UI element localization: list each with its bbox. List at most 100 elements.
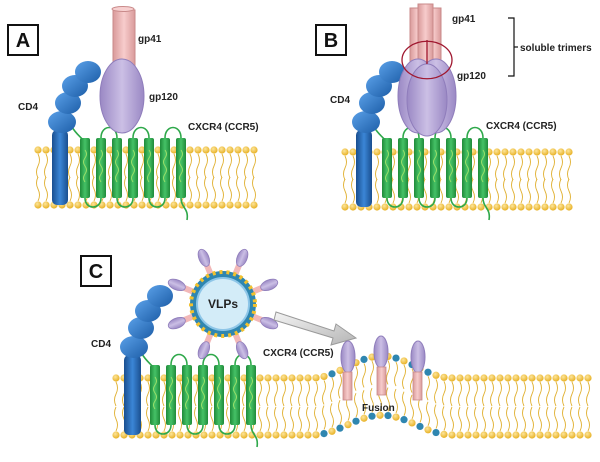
helix-loop: [218, 424, 236, 435]
lipid-head: [210, 201, 218, 209]
lipid-head: [328, 427, 336, 435]
lipid-head: [112, 374, 120, 382]
lipid-head: [384, 411, 392, 420]
lipid-head: [464, 431, 472, 439]
transmembrane-helix: [176, 138, 186, 198]
lipid-head: [272, 431, 280, 439]
lipid-head: [304, 374, 312, 382]
transmembrane-helix: [150, 365, 160, 425]
lipid-head: [373, 148, 381, 156]
lipid-head: [152, 431, 160, 439]
lipid-tail: [458, 381, 462, 407]
transmembrane-helix: [430, 138, 440, 198]
gp120: [260, 278, 279, 292]
helix-texture: [481, 149, 485, 183]
lipid-head: [520, 374, 528, 382]
cd4-stalk: [52, 130, 68, 205]
lipid-head: [66, 201, 74, 209]
lipid-head: [194, 201, 202, 209]
transmembrane-helix: [382, 138, 392, 198]
lipid-tail: [212, 176, 216, 202]
fusion-label: Fusion: [362, 403, 395, 414]
lipid-head: [541, 148, 549, 156]
gp120: [340, 340, 356, 374]
lipid-head: [184, 431, 192, 439]
helix-texture: [99, 149, 103, 183]
lipid-tail: [274, 406, 278, 432]
lipid-head: [336, 366, 344, 374]
transmembrane-helix: [246, 365, 256, 425]
lipid-tail: [546, 381, 550, 407]
cd4-domain: [128, 317, 154, 339]
gp41-top: [111, 6, 135, 12]
lipid-head: [536, 374, 544, 382]
lipid-tail: [146, 381, 150, 407]
lipid-tail: [36, 153, 40, 179]
lipid-tail: [450, 406, 454, 432]
helix-loop: [164, 126, 182, 139]
gp120: [99, 58, 145, 134]
lipid-head: [296, 431, 304, 439]
lipid-tail: [450, 381, 454, 407]
lipid-tail: [252, 176, 256, 202]
lipid-head: [320, 429, 328, 438]
lipid-head: [202, 146, 210, 154]
lipid-tail: [434, 379, 438, 404]
lipid-head: [445, 203, 453, 211]
lipid-tail: [543, 155, 547, 181]
gp120: [197, 248, 211, 267]
helix-texture: [201, 376, 205, 410]
lipid-tail: [535, 155, 539, 181]
transmembrane-helix: [230, 365, 240, 425]
lipid-head: [192, 374, 200, 382]
lipid-head: [264, 374, 272, 382]
lipid-tail: [570, 406, 574, 432]
lipid-tail: [519, 155, 523, 181]
lipid-head: [400, 416, 408, 424]
lipid-tail: [178, 381, 182, 407]
lipid-head: [525, 203, 533, 211]
lipid-head: [493, 148, 501, 156]
panel-a-letter-box: [7, 24, 39, 56]
lipid-tail: [124, 153, 128, 179]
lipid-tail: [236, 176, 240, 202]
coreceptor-a: [67, 109, 189, 221]
lipid-head: [256, 374, 264, 382]
lipid-tail: [226, 406, 230, 432]
lipid-head: [42, 146, 50, 154]
gp41: [376, 366, 387, 396]
lipid-tail: [212, 153, 216, 179]
lipid-tail: [242, 406, 246, 432]
lipid-head: [536, 431, 544, 439]
lipid-tail: [498, 406, 502, 432]
gp120-label: gp120: [149, 92, 178, 103]
lipid-head: [381, 203, 389, 211]
lipid-head: [496, 374, 504, 382]
helix-texture: [449, 149, 453, 183]
cd4-stalk: [356, 130, 372, 207]
lipid-tail: [298, 381, 302, 407]
transmembrane-helix: [112, 138, 122, 198]
lipid-head: [264, 431, 272, 439]
lipid-tail: [586, 381, 590, 407]
lipid-head: [520, 431, 528, 439]
lipid-tail: [522, 406, 526, 432]
lipid-head: [312, 431, 320, 439]
lipid-head: [440, 430, 448, 438]
lipid-tail: [474, 406, 478, 432]
lipid-tail: [204, 153, 208, 179]
lipid-tail: [375, 155, 379, 181]
lipid-head: [360, 414, 368, 422]
lipid-tail: [162, 381, 166, 407]
lipid-head: [202, 201, 210, 209]
coreceptor-label: CXCR4 (CCR5): [263, 348, 334, 359]
lipid-head: [352, 417, 360, 425]
lipid-head: [250, 201, 258, 209]
lipid-tail: [76, 176, 80, 202]
lipid-tail: [522, 381, 526, 407]
lipid-tail: [351, 155, 355, 181]
lipid-tail: [108, 176, 112, 202]
lipid-tail: [474, 381, 478, 407]
gp120: [410, 340, 426, 374]
